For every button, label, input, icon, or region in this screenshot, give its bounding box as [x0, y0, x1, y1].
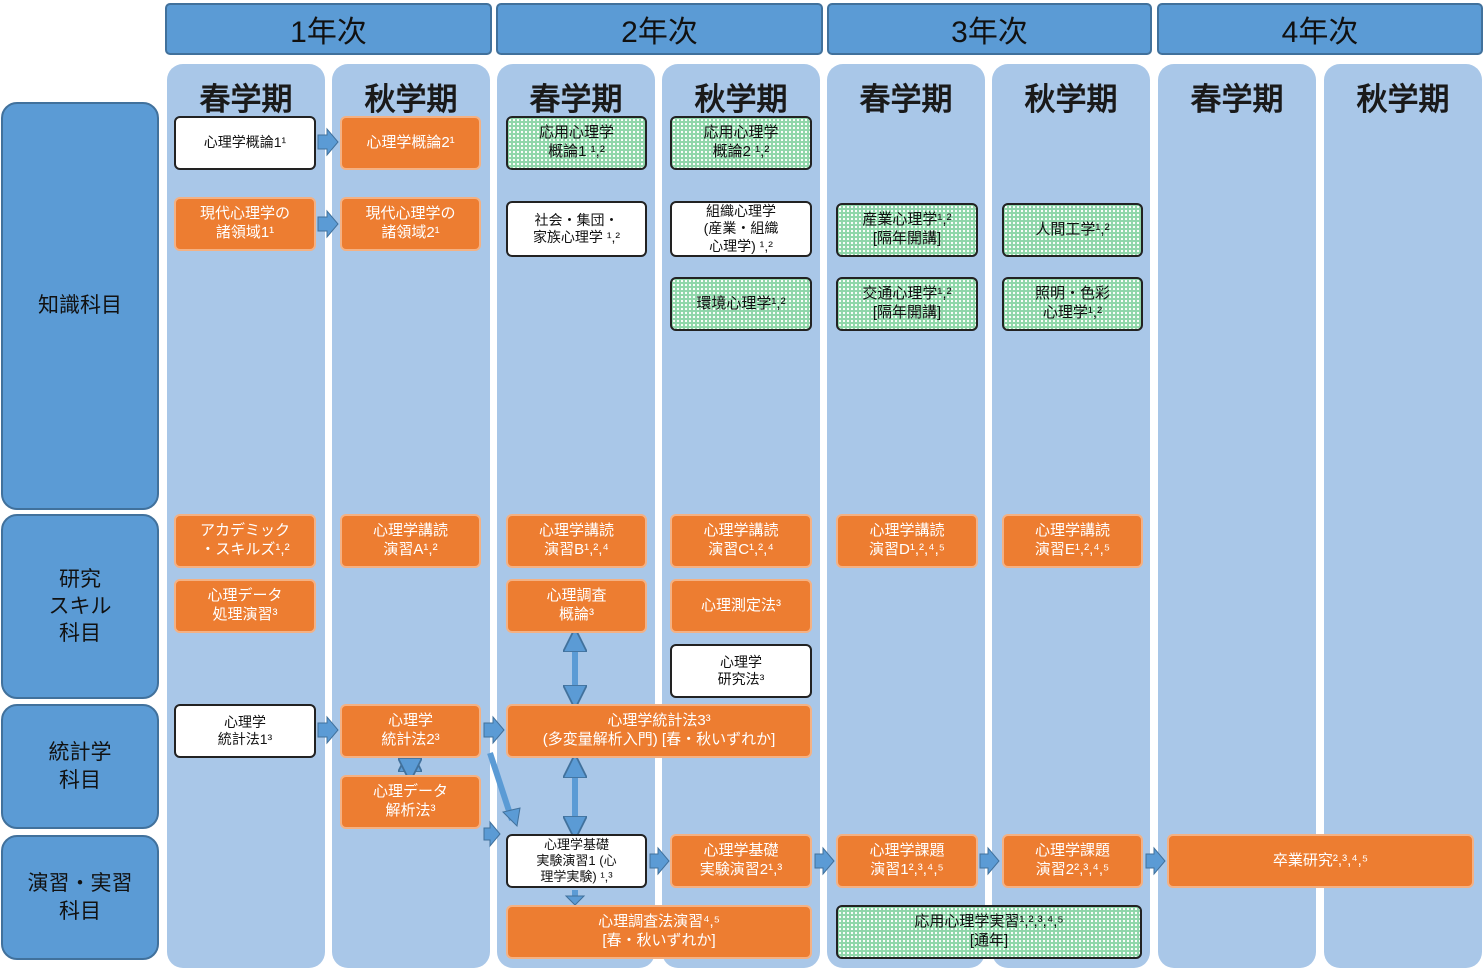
- course-box: 人間工学¹,²: [1002, 203, 1143, 257]
- term-label-8: 秋学期: [1356, 82, 1450, 117]
- course-box: 心理学講読 演習C¹,²,⁴: [670, 514, 812, 568]
- course-box: 交通心理学¹,² [隔年開講]: [836, 277, 978, 331]
- year-header-3: 3年次: [827, 3, 1152, 55]
- year-header-4: 4年次: [1157, 3, 1483, 55]
- year-header-1: 1年次: [165, 3, 492, 55]
- course-box: 心理データ 処理演習³: [174, 579, 316, 633]
- course-box: 心理学課題 演習2²,³,⁴,⁵: [1002, 834, 1143, 888]
- course-box: 現代心理学の 諸領域2¹: [340, 197, 481, 251]
- course-box: 心理測定法³: [670, 579, 812, 633]
- course-box: 応用心理学実習¹,²,³,⁴,⁵ [通年]: [836, 905, 1142, 959]
- term-label-3: 春学期: [529, 82, 623, 117]
- course-box: 心理データ 解析法³: [340, 775, 481, 829]
- course-box: 卒業研究²,³,⁴,⁵: [1167, 834, 1474, 888]
- category-knowledge: 知識科目: [1, 102, 159, 510]
- course-box: 応用心理学 概論1 ¹,²: [506, 116, 647, 170]
- term-label-6: 秋学期: [1024, 82, 1118, 117]
- course-box: 心理学統計法3³ (多変量解析入門) [春・秋いずれか]: [506, 704, 812, 758]
- course-box: 心理学基礎 実験演習1 (心 理学実験) ¹,³: [506, 834, 647, 888]
- course-box: 現代心理学の 諸領域1¹: [174, 197, 316, 251]
- term-column-7: [1158, 64, 1316, 968]
- arrow-head: [502, 807, 521, 828]
- course-box: 心理学基礎 実験演習2¹,³: [670, 834, 812, 888]
- year-header-2: 2年次: [496, 3, 823, 55]
- course-box: 環境心理学¹,²: [670, 277, 812, 331]
- category-practice: 演習・実習 科目: [1, 835, 159, 960]
- term-label-4: 秋学期: [694, 82, 788, 117]
- arrow-right: [814, 846, 835, 876]
- arrow-right: [317, 715, 339, 745]
- term-label-2: 秋学期: [364, 82, 458, 117]
- course-box: 心理学概論1¹: [174, 116, 316, 170]
- course-box: 心理学講読 演習D¹,²,⁴,⁵: [836, 514, 978, 568]
- course-box: 社会・集団・ 家族心理学 ¹,²: [506, 201, 647, 257]
- course-box: 心理調査 概論³: [506, 579, 647, 633]
- arrow-right: [649, 846, 670, 876]
- course-box: 心理学 統計法2³: [340, 704, 481, 758]
- course-box: 産業心理学¹,² [隔年開講]: [836, 203, 978, 257]
- arrow-right: [1145, 846, 1166, 876]
- arrow-right: [979, 846, 1000, 876]
- arrow-right: [317, 127, 339, 157]
- arrow-right: [483, 715, 505, 745]
- course-box: 心理学概論2¹: [340, 116, 481, 170]
- course-box: 心理調査法演習⁴,⁵ [春・秋いずれか]: [506, 905, 812, 959]
- course-box: 心理学課題 演習1²,³,⁴,⁵: [836, 834, 978, 888]
- arrow-diagonal: [487, 752, 515, 821]
- course-box: 応用心理学 概論2 ¹,²: [670, 116, 812, 170]
- course-box: 心理学 研究法³: [670, 644, 812, 698]
- term-column-8: [1324, 64, 1482, 968]
- arrow-right: [483, 820, 501, 848]
- arrow-head: [564, 895, 586, 906]
- category-research-skills: 研究 スキル 科目: [1, 514, 159, 699]
- term-label-5: 春学期: [859, 82, 953, 117]
- course-box: 心理学 統計法1³: [174, 704, 316, 758]
- course-box: 照明・色彩 心理学¹,²: [1002, 277, 1143, 331]
- category-statistics: 統計学 科目: [1, 704, 159, 829]
- course-box: 組織心理学 (産業・組織 心理学) ¹,²: [670, 201, 812, 257]
- term-label-1: 春学期: [199, 82, 293, 117]
- course-box: アカデミック ・スキルズ¹,²: [174, 514, 316, 568]
- arrow-right: [317, 209, 339, 239]
- course-box: 心理学講読 演習E¹,²,⁴,⁵: [1002, 514, 1143, 568]
- course-box: 心理学講読 演習A¹,²: [340, 514, 481, 568]
- term-label-7: 春学期: [1190, 82, 1284, 117]
- course-box: 心理学講読 演習B¹,²,⁴: [506, 514, 647, 568]
